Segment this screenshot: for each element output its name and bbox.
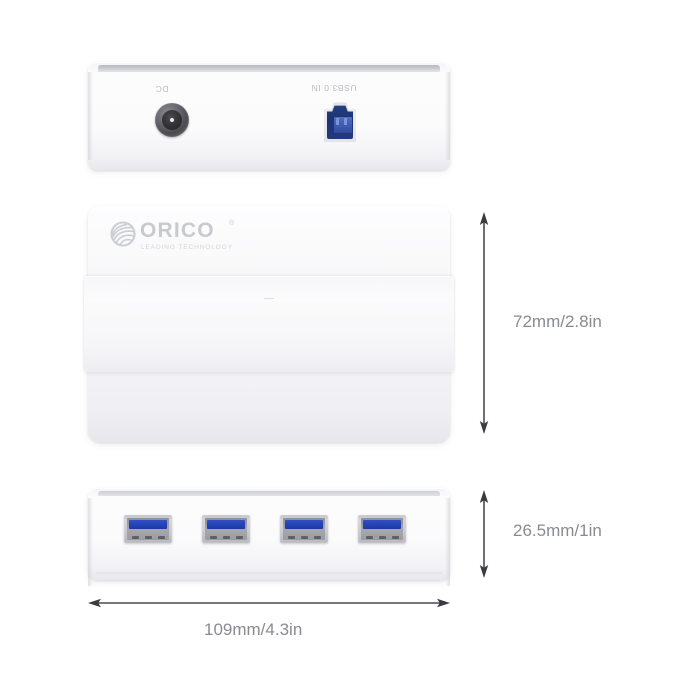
rear-panel-left-seam [88,72,93,160]
usb-type-a-port-icon [358,515,406,543]
usb-a-cavity [361,518,403,540]
usb-a-contact-nub [366,536,373,539]
band-center-notch [264,298,274,299]
usb-type-b-port-icon [324,100,356,142]
usb-in-port-label: USB3.0 IN [311,83,357,93]
dc-jack-center-pin [170,118,174,122]
usb-a-contact-nub [392,536,399,539]
center-sleeve-band [84,276,454,372]
width-dimension-arrow [88,596,450,610]
orico-wordmark: ORICO [140,219,215,242]
rear-panel-view [88,62,450,170]
orico-logo: ORICO ® LEADING TECHNOLOGY [110,218,240,262]
usb-a-contact-nub [314,536,321,539]
usb-b-contact-pin [344,118,347,125]
usb-type-a-port-icon [202,515,250,543]
height-dimension-label: 72mm/2.8in [513,312,602,331]
usb-a-blue-tongue [207,520,245,529]
depth-dimension-label: 26.5mm/1in [513,521,602,540]
width-dimension-label: 109mm/4.3in [204,620,303,639]
usb-b-lower-contacts [334,126,352,133]
usb-a-contact-nub [379,536,386,539]
usb-type-a-port-icon [124,515,172,543]
depth-dimension-arrow [477,490,491,578]
height-dimension-arrow [477,212,491,434]
main-body-top-view [84,206,454,442]
front-panel-top-lip [98,491,440,496]
usb-a-contact-nub [158,536,165,539]
usb-b-upper-contacts [334,117,352,127]
front-panel-right-seam [445,498,450,586]
dc-port-label: DC [155,84,169,94]
front-panel-bottom-edge [96,572,442,576]
front-panel-view [88,488,450,586]
usb-a-blue-tongue [129,520,167,529]
registered-trademark-icon: ® [229,220,235,227]
usb-b-contact-pin [336,118,339,125]
usb-a-cavity [205,518,247,540]
orico-globe-swirl-icon [110,221,136,247]
usb-a-blue-tongue [363,520,401,529]
usb-a-contact-nub [210,536,217,539]
rear-panel-right-seam [445,72,450,160]
usb-a-contact-nub [288,536,295,539]
usb-a-contact-nub [223,536,230,539]
usb-a-contact-nub [132,536,139,539]
usb-a-cavity [127,518,169,540]
usb-a-contact-nub [301,536,308,539]
dc-barrel-jack-icon [155,103,189,137]
usb-a-contact-nub [145,536,152,539]
rear-panel-top-lip [98,65,440,72]
orico-tagline: LEADING TECHNOLOGY [141,244,233,251]
front-panel-left-seam [88,498,93,586]
usb-a-blue-tongue [285,520,323,529]
usb-a-cavity [283,518,325,540]
usb-a-contact-nub [236,536,243,539]
usb-type-a-port-icon [280,515,328,543]
